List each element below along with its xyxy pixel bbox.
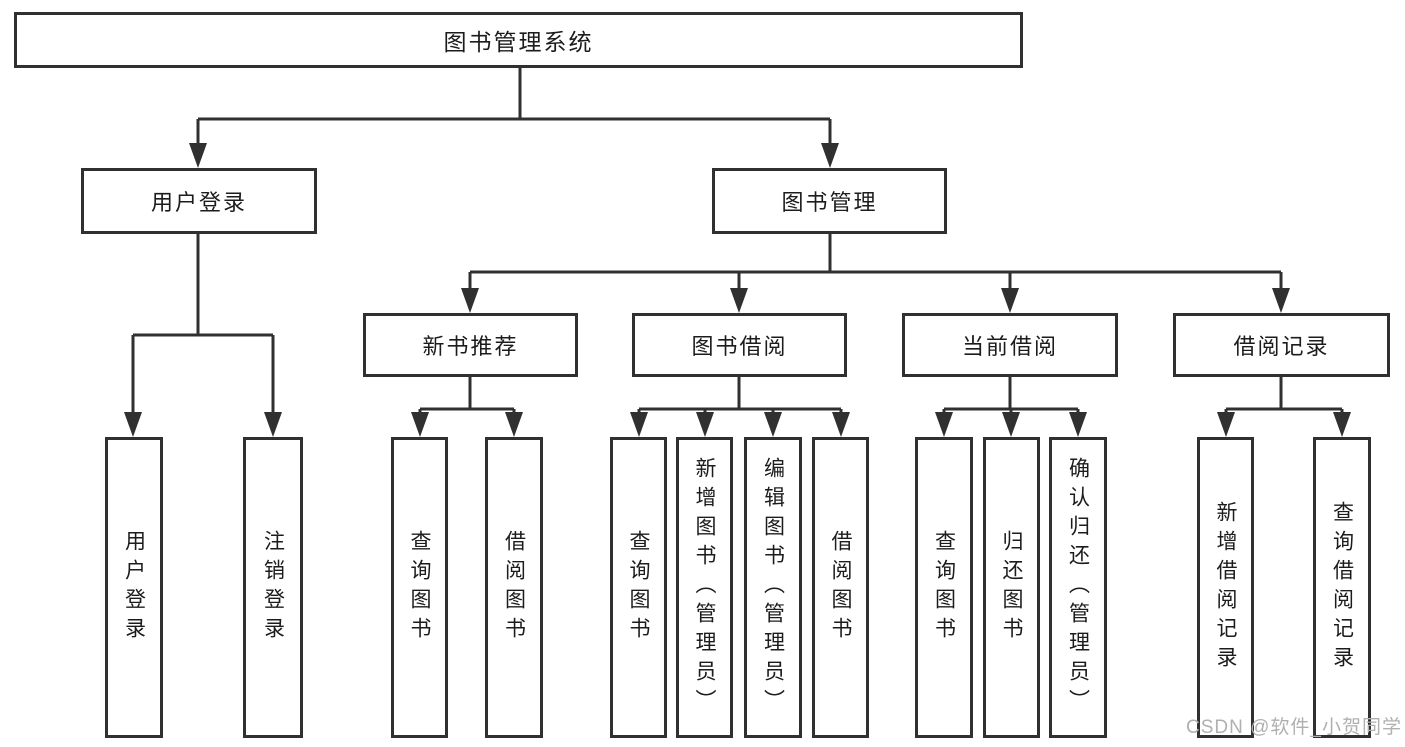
node-recommend-borrow-books: 借阅图书	[485, 437, 543, 738]
node-current-borrowing: 当前借阅	[902, 313, 1118, 377]
node-current-confirm-return-admin: 确认归还（管理员）	[1049, 437, 1107, 738]
node-recommend-query-books: 查询图书	[391, 437, 448, 738]
node-current-return-books: 归还图书	[983, 437, 1040, 738]
node-book-management: 图书管理	[712, 168, 947, 234]
node-records-query-borrow-record: 查询借阅记录	[1313, 437, 1371, 738]
node-book-borrowing: 图书借阅	[632, 313, 847, 377]
node-borrowing-edit-books-admin: 编辑图书（管理员）	[744, 437, 802, 738]
arrowheads	[124, 143, 1351, 437]
node-library-management-system: 图书管理系统	[14, 12, 1023, 68]
node-borrowing-query-books: 查询图书	[610, 437, 667, 738]
node-borrowing-add-books-admin: 新增图书（管理员）	[676, 437, 733, 738]
csdn-watermark: CSDN @软件_小贺同学	[1186, 717, 1402, 738]
node-user-login: 用户登录	[105, 437, 163, 738]
node-new-book-recommendation: 新书推荐	[363, 313, 578, 377]
connector-paths	[131, 68, 1344, 414]
node-current-query-books: 查询图书	[915, 437, 973, 738]
node-borrowing-borrow-books: 借阅图书	[812, 437, 869, 738]
node-logout-login: 注销登录	[243, 437, 303, 738]
node-user-login-group: 用户登录	[81, 168, 317, 234]
node-records-add-borrow-record: 新增借阅记录	[1197, 437, 1254, 738]
node-borrowing-records: 借阅记录	[1173, 313, 1390, 377]
